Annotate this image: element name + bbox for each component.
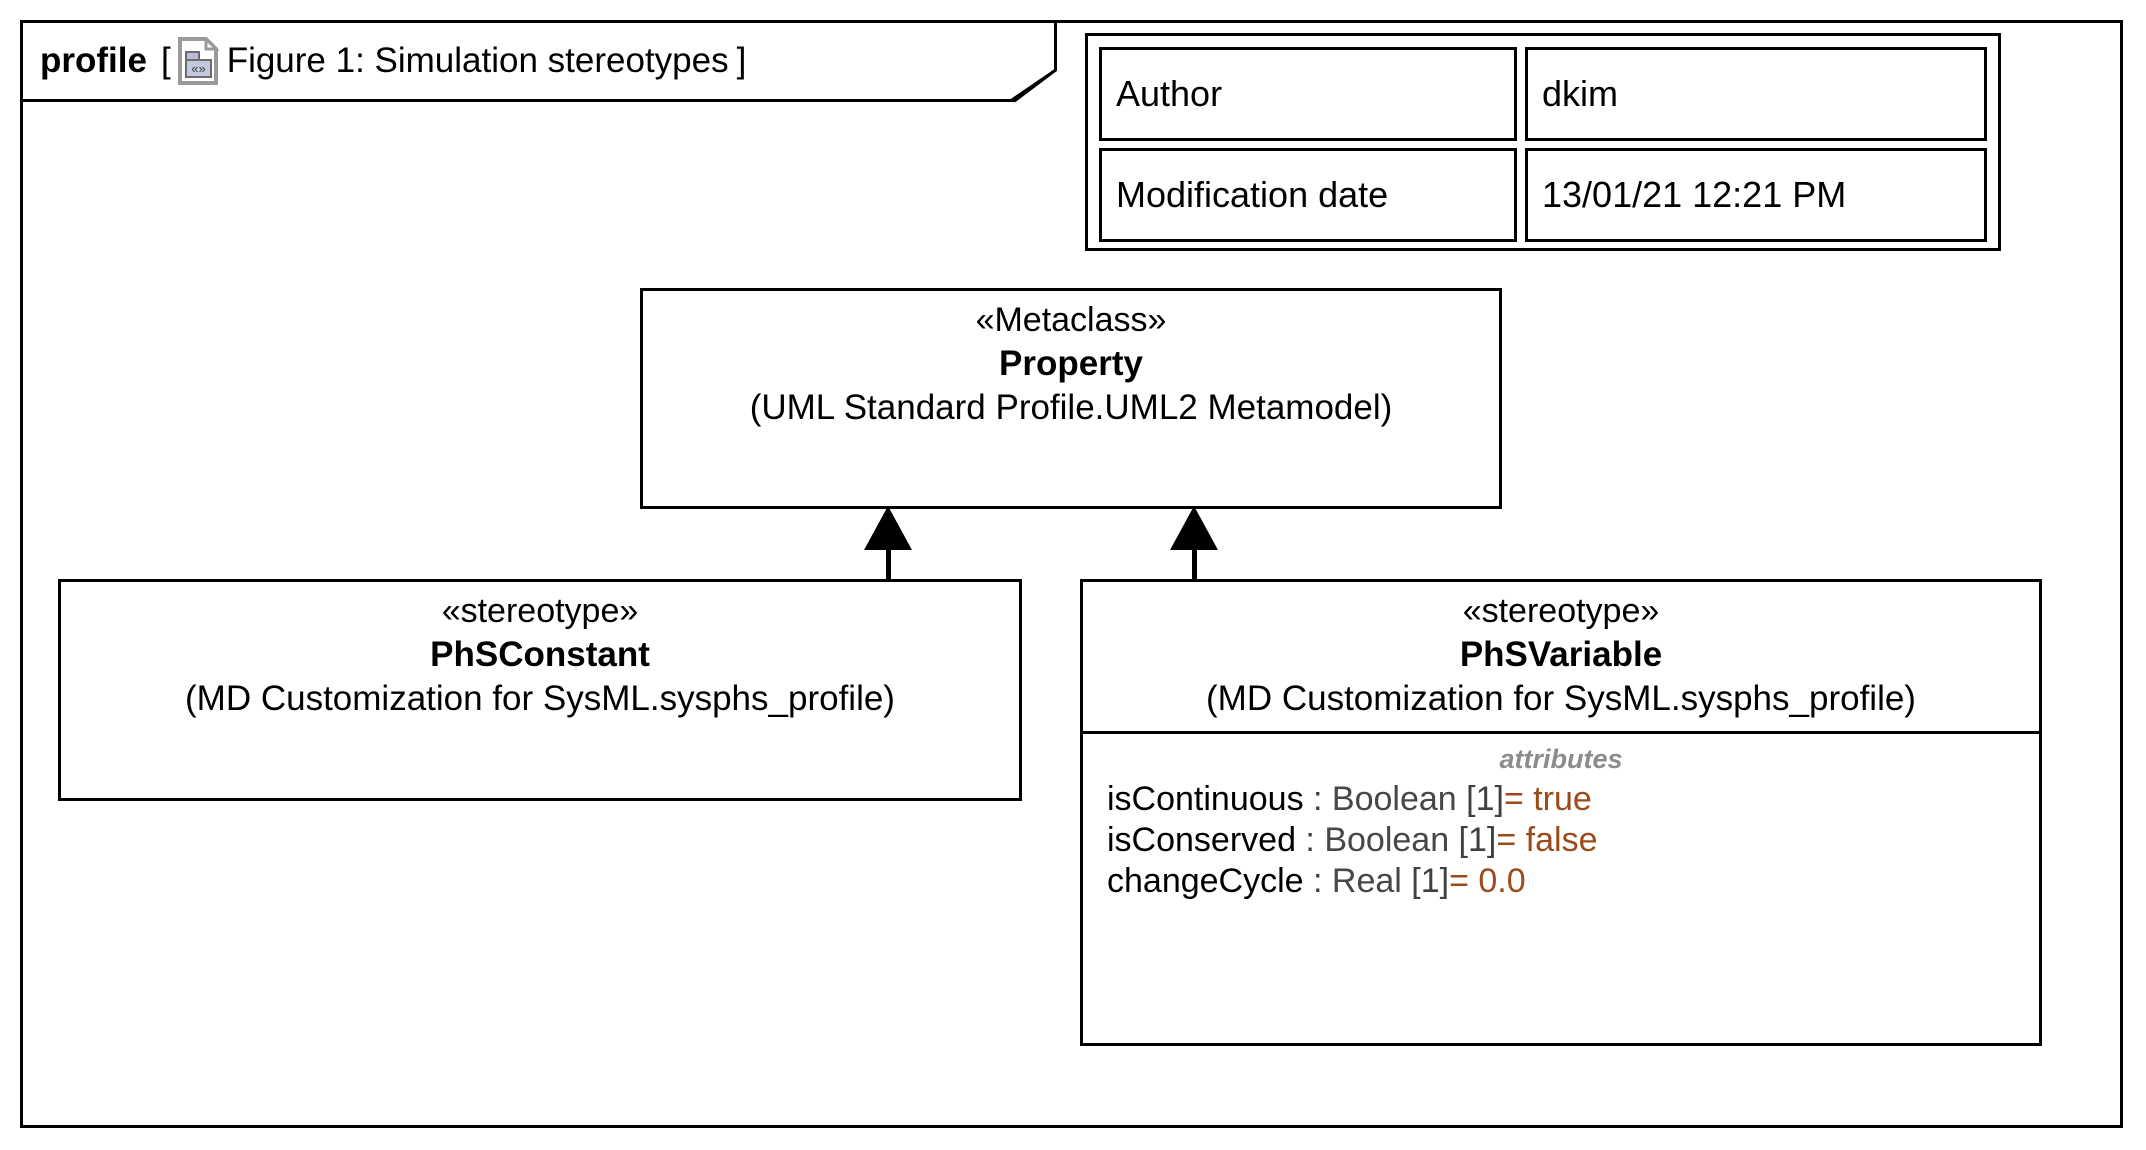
node-phsvariable[interactable]: «stereotype» PhSVariable (MD Customizati… (1080, 579, 2042, 1046)
attribute-default-value: = true (1503, 780, 1592, 819)
node-phsvariable-stereotype: «stereotype» (1462, 592, 1660, 630)
node-phsconstant[interactable]: «stereotype» PhSConstant (MD Customizati… (58, 579, 1022, 801)
node-phsconstant-qualifier: (MD Customization for SysML.sysphs_profi… (185, 678, 895, 718)
info-value-author: dkim (1525, 47, 1987, 141)
table-row: Modification date 13/01/21 12:21 PM (1099, 148, 1987, 243)
node-phsconstant-name: PhSConstant (430, 634, 650, 674)
generalization-arrowhead-phsconstant (864, 506, 912, 550)
attribute-multiplicity: [1] (1449, 821, 1497, 860)
frame-diagram-title: Figure 1: Simulation stereotypes (226, 41, 729, 80)
frame-tab[interactable]: profile [ «» Figure 1: Simulation stereo… (23, 23, 1054, 99)
svg-text:«»: «» (191, 61, 205, 76)
node-property-name: Property (999, 343, 1143, 383)
attribute-name: changeCycle (1107, 862, 1304, 901)
node-phsvariable-attributes-compartment: attributes isContinuous : Boolean [1]= t… (1083, 731, 2039, 912)
attribute-separator: : (1303, 862, 1332, 901)
attribute-default-value: = false (1496, 821, 1598, 860)
node-property-qualifier: (UML Standard Profile.UML2 Metamodel) (749, 387, 1393, 427)
attribute-type: Boolean (1331, 780, 1457, 819)
diagram-info-table: Author dkim Modification date 13/01/21 1… (1085, 33, 2001, 251)
list-item[interactable]: changeCycle : Real [1]= 0.0 (1083, 861, 2039, 902)
info-value-modification-date: 13/01/21 12:21 PM (1525, 148, 1987, 242)
info-key-author: Author (1099, 47, 1517, 141)
attribute-name: isConserved (1107, 821, 1296, 860)
attributes-compartment-label: attributes (1499, 744, 1623, 775)
attribute-separator: : (1303, 780, 1332, 819)
profile-diagram-icon: «» (177, 35, 220, 85)
generalization-line-phsconstant (886, 549, 891, 581)
attribute-type: Boolean (1324, 821, 1450, 860)
node-property-header: «Metaclass» Property (UML Standard Profi… (643, 291, 1499, 440)
attribute-multiplicity: [1] (1401, 862, 1450, 901)
frame-bracket-open: [ (160, 41, 171, 80)
frame-kind-label: profile (40, 41, 147, 80)
table-row: Author dkim (1099, 47, 1987, 142)
node-phsconstant-stereotype: «stereotype» (441, 592, 639, 630)
generalization-arrowhead-phsvariable (1170, 506, 1218, 550)
node-phsconstant-header: «stereotype» PhSConstant (MD Customizati… (61, 582, 1019, 731)
info-key-modification-date: Modification date (1099, 148, 1517, 242)
node-phsvariable-qualifier: (MD Customization for SysML.sysphs_profi… (1206, 678, 1916, 718)
attribute-name: isContinuous (1107, 780, 1304, 819)
node-phsvariable-name: PhSVariable (1459, 634, 1663, 674)
attribute-separator: : (1295, 821, 1325, 860)
attribute-type: Real (1331, 862, 1402, 901)
frame-bracket-close: ] (736, 41, 747, 80)
list-item[interactable]: isConserved : Boolean [1]= false (1083, 820, 2039, 861)
attribute-default-value: = 0.0 (1449, 862, 1526, 901)
node-property-stereotype: «Metaclass» (975, 301, 1167, 339)
node-property-metaclass[interactable]: «Metaclass» Property (UML Standard Profi… (640, 288, 1502, 509)
generalization-line-phsvariable (1192, 549, 1197, 581)
node-phsvariable-header: «stereotype» PhSVariable (MD Customizati… (1083, 582, 2039, 731)
list-item[interactable]: isContinuous : Boolean [1]= true (1083, 779, 2039, 820)
attribute-multiplicity: [1] (1456, 780, 1504, 819)
